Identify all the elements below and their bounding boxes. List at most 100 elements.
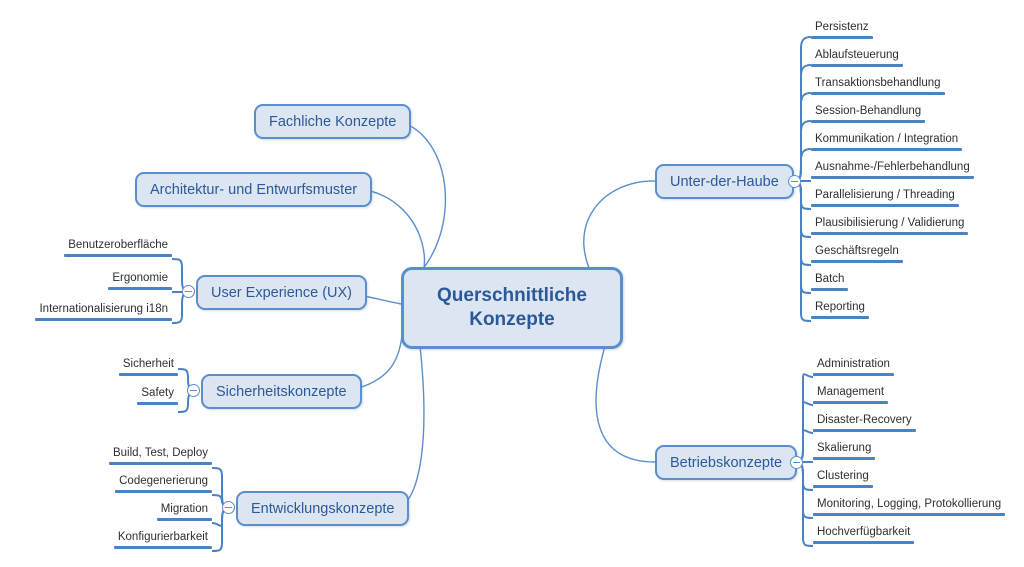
- leaf-underline: [108, 462, 212, 465]
- leaf-underline: [811, 64, 903, 67]
- leaf-label: Migration: [160, 503, 208, 515]
- leaf-item[interactable]: Transaktionsbehandlung: [811, 76, 945, 95]
- leaf-label: Skalierung: [817, 442, 872, 454]
- leaf-underline: [813, 401, 889, 404]
- leaf-underline: [35, 318, 172, 321]
- branch-label-user-experience-ux: User Experience (UX): [211, 284, 353, 301]
- leaf-item[interactable]: Build, Test, Deploy: [108, 446, 212, 465]
- leaf-label: Kommunikation / Integration: [815, 133, 959, 145]
- leaf-item[interactable]: Sicherheit: [118, 357, 178, 376]
- leaf-label: Benutzeroberfläche: [68, 239, 168, 251]
- leaf-item[interactable]: Ausnahme-/Fehlerbehandlung: [811, 160, 974, 179]
- leaf-item[interactable]: Administration: [813, 357, 894, 376]
- leaf-item[interactable]: Hochverfügbarkeit: [813, 525, 915, 544]
- collapse-minus-icon-sicherheitskonzepte[interactable]: [187, 384, 200, 397]
- leaf-label: Codegenerierung: [119, 475, 208, 487]
- leaf-underline: [156, 518, 212, 521]
- leaf-item[interactable]: Management: [813, 385, 889, 404]
- branch-label-betriebskonzepte: Betriebskonzepte: [670, 454, 783, 471]
- leaf-underline: [813, 429, 916, 432]
- leaf-label: Hochverfügbarkeit: [817, 526, 911, 538]
- leaf-label: Konfigurierbarkeit: [117, 531, 208, 543]
- branch-node-entwicklungskonzepte[interactable]: Entwicklungskonzepte: [236, 491, 410, 526]
- branch-label-entwicklungskonzepte: Entwicklungskonzepte: [251, 500, 395, 517]
- leaf-item[interactable]: Konfigurierbarkeit: [113, 530, 212, 549]
- leaf-item[interactable]: Plausibilisierung / Validierung: [811, 216, 969, 235]
- root-label-line2: Konzepte: [469, 309, 555, 330]
- leaf-label: Disaster-Recovery: [817, 414, 912, 426]
- leaf-item[interactable]: Ablaufsteuerung: [811, 48, 903, 67]
- leaf-label: Administration: [817, 358, 890, 370]
- leaf-label: Safety: [141, 387, 174, 399]
- leaf-underline: [108, 287, 172, 290]
- leaf-label: Ausnahme-/Fehlerbehandlung: [815, 161, 970, 173]
- branch-node-user-experience-ux[interactable]: User Experience (UX): [196, 275, 368, 310]
- leaf-item[interactable]: Batch: [811, 272, 849, 291]
- leaf-item[interactable]: Clustering: [813, 469, 873, 488]
- branch-node-fachliche-konzepte[interactable]: Fachliche Konzepte: [254, 104, 412, 139]
- branch-label-sicherheitskonzepte: Sicherheitskonzepte: [216, 383, 347, 400]
- branch-node-sicherheitskonzepte[interactable]: Sicherheitskonzepte: [201, 374, 362, 409]
- branch-node-architektur-und-entwurfsmuster[interactable]: Architektur- und Entwurfsmuster: [135, 172, 373, 207]
- leaf-item[interactable]: Safety: [137, 386, 178, 405]
- collapse-minus-icon-unter-der-haube[interactable]: [788, 175, 801, 188]
- leaf-item[interactable]: Internationalisierung i18n: [35, 302, 172, 321]
- leaf-label: Internationalisierung i18n: [39, 303, 168, 315]
- collapse-minus-icon-entwicklungskonzepte[interactable]: [222, 501, 235, 514]
- leaf-label: Sicherheit: [122, 358, 174, 370]
- leaf-item[interactable]: Kommunikation / Integration: [811, 132, 963, 151]
- leaf-label: Reporting: [815, 301, 865, 313]
- collapse-minus-icon-user-experience-ux[interactable]: [182, 285, 195, 298]
- leaf-label: Batch: [815, 273, 845, 285]
- leaf-item[interactable]: Codegenerierung: [115, 474, 212, 493]
- branch-label-fachliche-konzepte: Fachliche Konzepte: [269, 113, 397, 130]
- leaf-underline: [811, 288, 849, 291]
- leaf-underline: [813, 541, 915, 544]
- leaf-label: Transaktionsbehandlung: [815, 77, 941, 89]
- leaf-label: Monitoring, Logging, Protokollierung: [817, 498, 1002, 510]
- root-node[interactable]: Querschnittliche Konzepte: [401, 267, 623, 349]
- branch-node-unter-der-haube[interactable]: Unter-der-Haube: [655, 164, 794, 199]
- leaf-underline: [811, 260, 903, 263]
- leaf-label: Parallelisierung / Threading: [815, 189, 955, 201]
- wire-betriebskonzepte: [595, 329, 656, 463]
- leaf-underline: [811, 36, 873, 39]
- collapse-minus-icon-betriebskonzepte[interactable]: [790, 456, 803, 469]
- leaf-underline: [813, 513, 1006, 516]
- leaf-underline: [64, 254, 172, 257]
- leaf-item[interactable]: Reporting: [811, 300, 869, 319]
- leaf-underline: [813, 485, 873, 488]
- wire-entwicklung: [399, 345, 425, 509]
- leaf-item[interactable]: Benutzeroberfläche: [64, 238, 172, 257]
- leaf-label: Persistenz: [815, 21, 869, 33]
- leaf-underline: [813, 457, 876, 460]
- leaf-underline: [811, 316, 869, 319]
- branch-node-betriebskonzepte[interactable]: Betriebskonzepte: [655, 445, 798, 480]
- leaf-underline: [115, 490, 212, 493]
- leaf-label: Build, Test, Deploy: [112, 447, 208, 459]
- leaf-item[interactable]: Disaster-Recovery: [813, 413, 916, 432]
- leaf-item[interactable]: Geschäftsregeln: [811, 244, 903, 263]
- leaf-underline: [811, 232, 969, 235]
- leaf-underline: [811, 120, 926, 123]
- leaf-underline: [811, 204, 959, 207]
- branch-label-architektur-und-entwurfsmuster: Architektur- und Entwurfsmuster: [150, 181, 358, 198]
- leaf-underline: [118, 373, 178, 376]
- leaf-label: Management: [817, 386, 885, 398]
- leaf-underline: [811, 92, 945, 95]
- leaf-underline: [813, 373, 894, 376]
- leaf-underline: [113, 546, 212, 549]
- leaf-item[interactable]: Skalierung: [813, 441, 876, 460]
- leaf-item[interactable]: Parallelisierung / Threading: [811, 188, 959, 207]
- leaf-item[interactable]: Monitoring, Logging, Protokollierung: [813, 497, 1006, 516]
- leaf-label: Geschäftsregeln: [815, 245, 899, 257]
- leaf-underline: [811, 148, 963, 151]
- leaf-label: Clustering: [817, 470, 869, 482]
- branch-label-unter-der-haube: Unter-der-Haube: [670, 173, 779, 190]
- leaf-item[interactable]: Migration: [156, 502, 212, 521]
- leaf-label: Session-Behandlung: [815, 105, 922, 117]
- leaf-item[interactable]: Session-Behandlung: [811, 104, 926, 123]
- leaf-item[interactable]: Persistenz: [811, 20, 873, 39]
- leaf-item[interactable]: Ergonomie: [108, 271, 172, 290]
